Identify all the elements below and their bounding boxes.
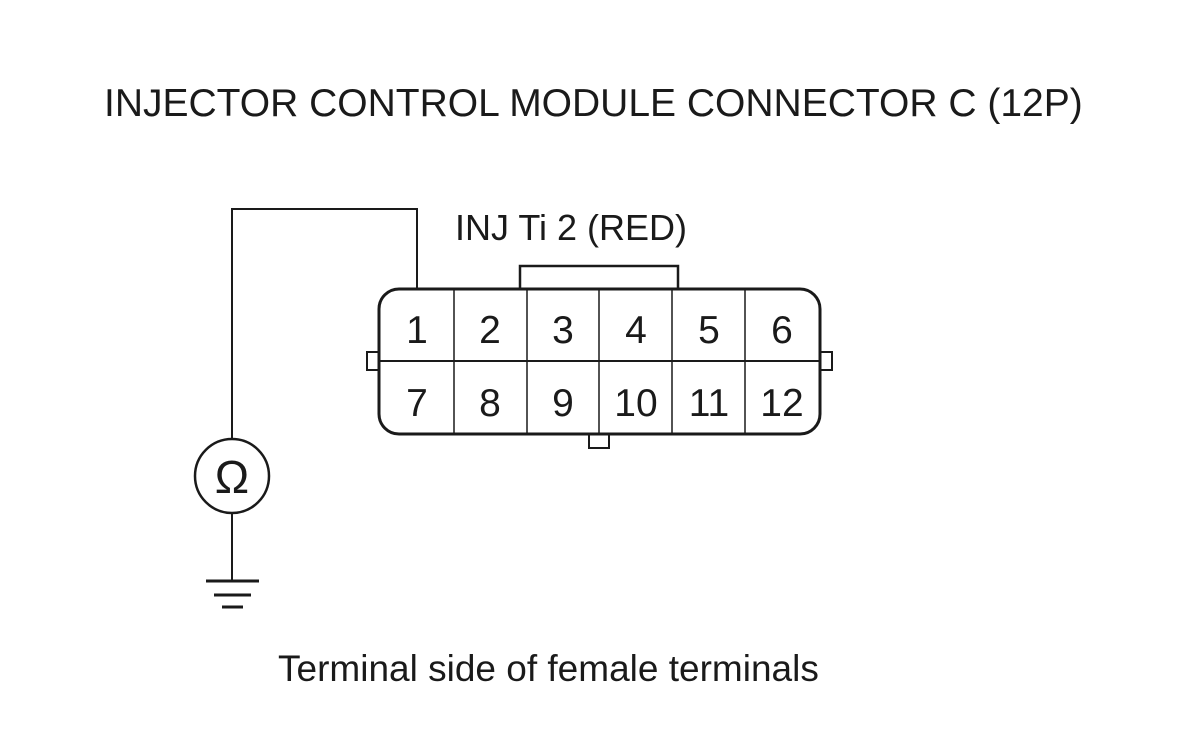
meter-symbol: Ω bbox=[215, 451, 249, 503]
terminal-3: 3 bbox=[552, 309, 574, 352]
terminal-6: 6 bbox=[771, 309, 793, 352]
lock-tab bbox=[518, 264, 680, 292]
terminal-5: 5 bbox=[698, 309, 720, 352]
terminal-7: 7 bbox=[406, 382, 428, 425]
diagram-caption: Terminal side of female terminals bbox=[278, 648, 819, 689]
terminal-1: 1 bbox=[406, 309, 428, 352]
terminal-2: 2 bbox=[479, 309, 501, 352]
terminal-10: 10 bbox=[614, 382, 657, 425]
terminal-4: 4 bbox=[625, 309, 647, 352]
ground-icon bbox=[206, 579, 259, 609]
probe-wire bbox=[231, 208, 418, 438]
terminal-8: 8 bbox=[479, 382, 501, 425]
ohmmeter-icon: Ω bbox=[193, 437, 271, 515]
terminal-12: 12 bbox=[760, 382, 803, 425]
terminal-9: 9 bbox=[552, 382, 574, 425]
diagram-title: INJECTOR CONTROL MODULE CONNECTOR C (12P… bbox=[104, 82, 1083, 125]
wire-label: INJ Ti 2 (RED) bbox=[455, 207, 687, 248]
terminal-11: 11 bbox=[689, 382, 730, 425]
